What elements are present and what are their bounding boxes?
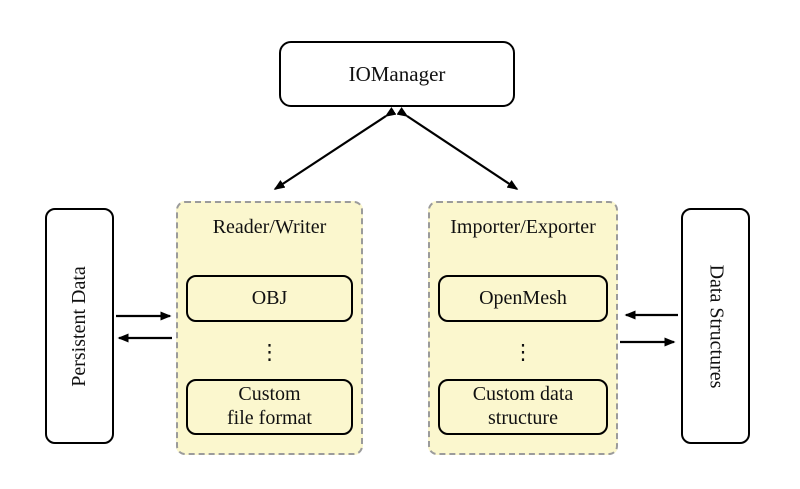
panel-reader-writer: Reader/Writer OBJ ⋮ Custom file format [176, 201, 363, 455]
data-structures-node: Data Structures [681, 208, 750, 444]
persistent-data-node: Persistent Data [45, 208, 114, 444]
node-openmesh: OpenMesh [438, 275, 608, 322]
node-custom-data-structure-label: Custom data structure [472, 383, 574, 429]
panel-importer-exporter: Importer/Exporter OpenMesh ⋮ Custom data… [428, 201, 618, 455]
persistent-data-label: Persistent Data [68, 265, 90, 387]
panel-reader-writer-title: Reader/Writer [212, 216, 327, 238]
iomanager-node: IOManager [279, 41, 515, 107]
double-arrow-iomanager-readerwriter [273, 107, 397, 190]
node-custom-file-format: Custom file format [186, 379, 353, 435]
data-structures-label: Data Structures [705, 264, 728, 388]
vertical-ellipsis-left: ⋮ [259, 339, 280, 364]
double-arrow-iomanager-importerexporter [396, 106, 519, 190]
node-openmesh-label: OpenMesh [479, 286, 567, 309]
node-custom-file-format-label: Custom file format [227, 383, 312, 429]
vertical-ellipsis-right: ⋮ [512, 339, 534, 364]
node-obj-label: OBJ [251, 286, 288, 309]
iomanager-label: IOManager [348, 61, 446, 86]
node-obj: OBJ [186, 275, 353, 322]
panel-importer-exporter-title: Importer/Exporter [450, 216, 596, 238]
node-custom-data-structure: Custom data structure [438, 379, 608, 435]
